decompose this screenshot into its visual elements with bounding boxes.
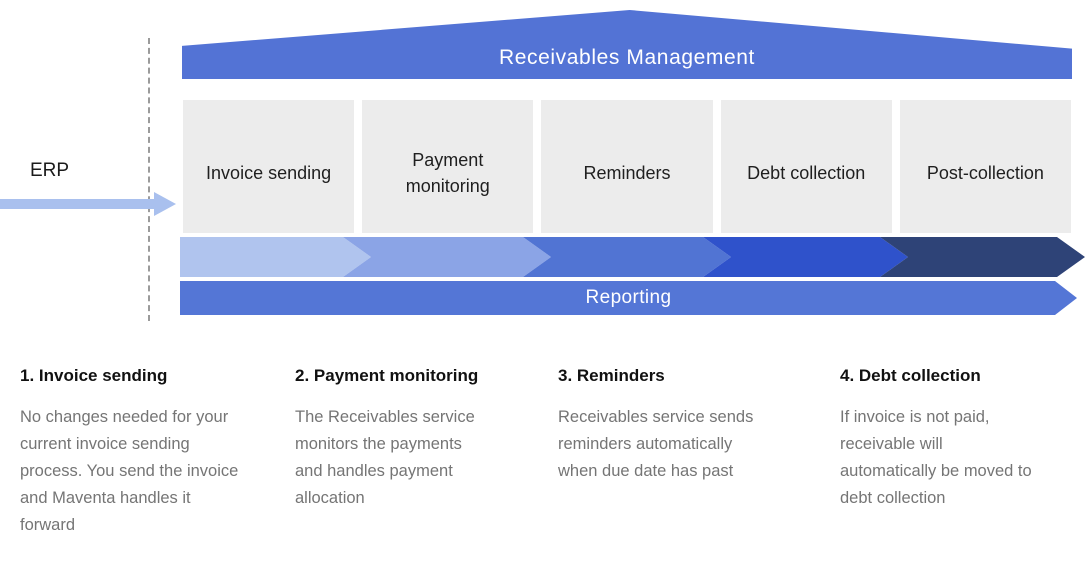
section-title: 4. Debt collection [840, 366, 981, 385]
description-reminders: 3. Reminders Receivables service sends r… [558, 365, 818, 485]
flow-arrow-strip [180, 237, 1090, 277]
stage-box-invoice-sending: Invoice sending [183, 100, 355, 233]
flow-chevron-3-icon [523, 237, 731, 277]
flow-chevron-5-icon [880, 237, 1085, 277]
section-title: 1. Invoice sending [20, 366, 168, 385]
flow-chevron-4-icon [703, 237, 908, 277]
stage-box-reminders: Reminders [541, 100, 713, 233]
description-debt-collection: 4. Debt collection If invoice is not pai… [840, 365, 1085, 512]
stage-box-debt-collection: Debt collection [720, 100, 892, 233]
erp-arrow-head-icon [154, 192, 176, 216]
receivables-management-banner: Receivables Management [182, 10, 1072, 79]
flow-chevron-2-icon [343, 237, 551, 277]
section-body: Receivables service sends reminders auto… [558, 408, 754, 480]
section-body: No changes needed for your current invoi… [20, 408, 239, 534]
erp-arrow [0, 199, 154, 209]
section-body: If invoice is not paid, receivable will … [840, 408, 1032, 507]
section-body: The Receivables service monitors the pay… [295, 408, 475, 507]
erp-label: ERP [30, 160, 70, 181]
section-title: 3. Reminders [558, 366, 665, 385]
description-payment-monitoring: 2. Payment monitoring The Receivables se… [295, 365, 555, 512]
stage-row: Invoice sending Payment monitoring Remin… [183, 100, 1072, 233]
erp-divider-line [148, 38, 150, 321]
flow-chevron-1-icon [180, 237, 371, 277]
stage-box-payment-monitoring: Payment monitoring [362, 100, 534, 233]
section-title: 2. Payment monitoring [295, 366, 479, 385]
stage-box-post-collection: Post-collection [899, 100, 1072, 233]
reporting-bar: Reporting [180, 281, 1077, 315]
description-invoice-sending: 1. Invoice sending No changes needed for… [20, 365, 285, 539]
